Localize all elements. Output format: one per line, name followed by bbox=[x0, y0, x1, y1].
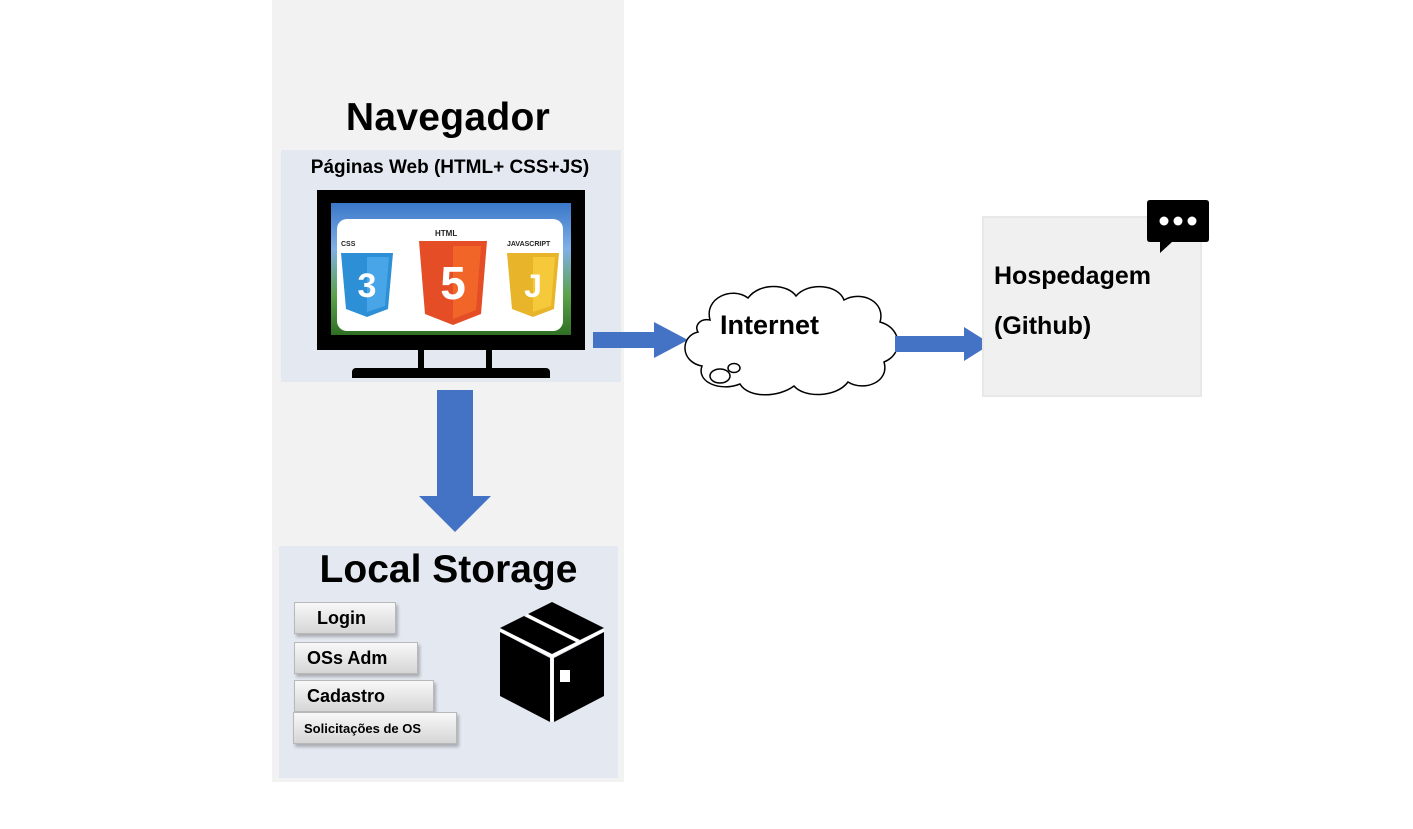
css-logo-label: CSS bbox=[341, 241, 356, 248]
svg-text:5: 5 bbox=[440, 257, 466, 309]
storage-item-oss-adm: OSs Adm bbox=[294, 642, 418, 674]
arrow-to-hosting bbox=[895, 327, 991, 361]
hosting-subtitle: (Github) bbox=[994, 312, 1092, 340]
storage-item-login: Login bbox=[294, 602, 396, 634]
html-logo-label: HTML bbox=[435, 229, 458, 238]
monitor-screen: CSS HTML JAVASCRIPT 3 5 J bbox=[331, 203, 571, 335]
arrow-down-to-storage bbox=[419, 390, 491, 532]
arrow-to-internet bbox=[593, 322, 688, 358]
monitor-stand-base bbox=[352, 368, 550, 378]
storage-item-solicitacoes: Solicitações de OS bbox=[293, 712, 457, 744]
hosting-title: Hospedagem bbox=[994, 262, 1151, 290]
monitor-stand-left bbox=[418, 350, 424, 372]
html5-logo: 5 bbox=[419, 241, 487, 325]
browser-title: Navegador bbox=[345, 96, 551, 139]
javascript-logo: J bbox=[507, 253, 559, 317]
javascript-logo-label: JAVASCRIPT bbox=[507, 241, 551, 248]
package-box-icon bbox=[499, 602, 605, 722]
svg-text:3: 3 bbox=[358, 267, 377, 305]
chat-bubble-icon bbox=[1147, 200, 1209, 253]
monitor-stand-right bbox=[486, 350, 492, 372]
css3-logo: 3 bbox=[341, 253, 393, 317]
internet-label: Internet bbox=[720, 310, 820, 340]
cloud-icon bbox=[684, 285, 899, 396]
local-storage-title: Local Storage bbox=[319, 548, 578, 591]
storage-item-cadastro: Cadastro bbox=[294, 680, 434, 712]
logos-card: CSS HTML JAVASCRIPT 3 5 J bbox=[337, 219, 563, 331]
web-pages-label: Páginas Web (HTML+ CSS+JS) bbox=[310, 157, 590, 178]
svg-text:J: J bbox=[524, 268, 542, 304]
